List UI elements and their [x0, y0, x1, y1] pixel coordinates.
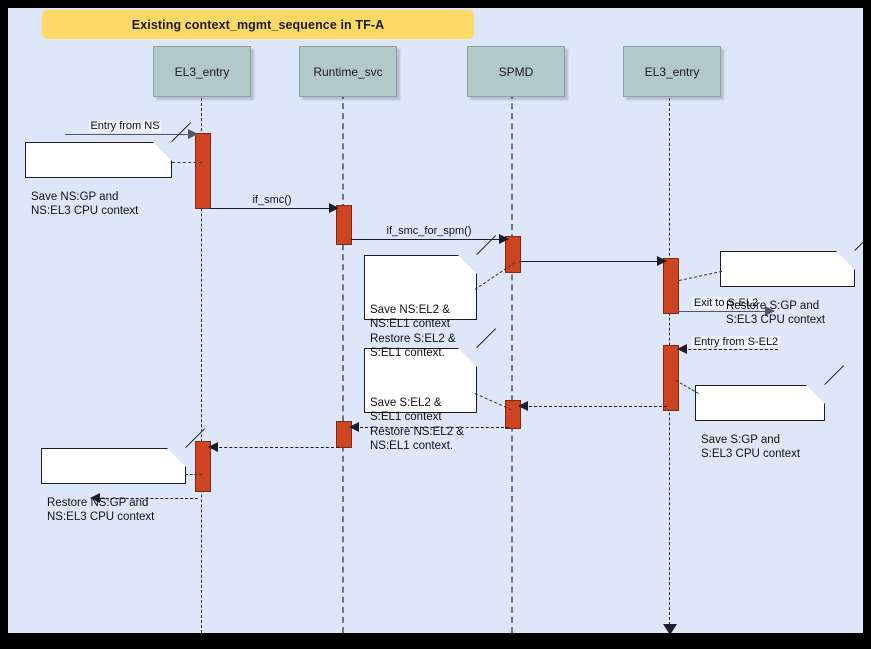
diagram-title-banner: Existing context_mgmt_sequence in TF-A: [42, 10, 474, 39]
message-label: Entry from S-EL2: [691, 336, 781, 348]
message-line: [209, 208, 338, 209]
note-save-ns-gp: Save NS:GP and NS:EL3 CPU context: [25, 122, 192, 217]
message-line: [351, 239, 508, 240]
message-line: [678, 311, 774, 312]
note-text: Save S:EL2 & S:EL1 context Restore NS:EL…: [370, 396, 464, 453]
arrowhead-icon: [188, 129, 198, 139]
lifeline-head-runtime-svc[interactable]: Runtime_svc: [299, 46, 397, 97]
note-save-s-gp: Save S:GP and S:EL3 CPU context: [695, 365, 845, 460]
activation-spmd-2: [505, 400, 521, 429]
note-restore-ns-gp: Restore NS:GP and NS:EL3 CPU context: [41, 428, 206, 523]
lifeline-end-arrow-icon: [663, 624, 677, 633]
note-text: Save NS:GP and NS:EL3 CPU context: [31, 190, 139, 218]
activation-runtime-svc-2: [336, 421, 352, 448]
note-fold-line: [824, 365, 845, 385]
note-save-s-el2: Save S:EL2 & S:EL1 context Restore NS:EL…: [364, 328, 497, 452]
activation-el3-entry-right-1: [663, 258, 679, 314]
arrowhead-icon: [677, 344, 687, 354]
activation-el3-entry-left-2: [195, 441, 211, 492]
lifeline-head-spmd[interactable]: SPMD: [467, 46, 565, 97]
message-label: if_smc(): [252, 194, 292, 206]
message-label: if_smc_for_spm(): [386, 225, 472, 237]
message-label: Entry from NS: [88, 120, 162, 132]
arrowhead-icon: [349, 422, 359, 432]
activation-spmd-1: [505, 236, 521, 273]
arrowhead-icon: [499, 234, 509, 244]
lifeline-spmd: [511, 93, 513, 633]
lifeline-head-label: EL3_entry: [174, 64, 230, 79]
message-line: [519, 261, 666, 262]
note-fold-icon: [458, 255, 477, 274]
note-save-ns-el2: Save NS:EL2 & NS:EL1 context Restore S:E…: [364, 235, 497, 359]
activation-el3-entry-left-1: [195, 133, 211, 209]
arrowhead-icon: [657, 256, 667, 266]
note-leader: [185, 474, 202, 475]
diagram-title: Existing context_mgmt_sequence in TF-A: [131, 17, 385, 32]
lifeline-head-label: EL3_entry: [644, 64, 700, 79]
note-text: Restore NS:GP and NS:EL3 CPU context: [47, 496, 155, 524]
message-line: [91, 498, 198, 499]
message-label: Exit to S-EL2: [691, 297, 761, 309]
lifeline-head-label: SPMD: [498, 64, 534, 79]
message-line: [678, 349, 778, 350]
note-leader: [678, 270, 723, 281]
activation-el3-entry-right-2: [663, 345, 679, 411]
arrowhead-icon: [765, 306, 775, 316]
diagram-canvas: Existing context_mgmt_sequence in TF-A E…: [8, 8, 863, 633]
arrowhead-icon: [90, 493, 100, 503]
note-text: Restore S:GP and S:EL3 CPU context: [726, 299, 826, 327]
lifeline-el3-entry-left: [201, 93, 202, 633]
lifeline-head-el3-entry-right[interactable]: EL3_entry: [623, 46, 721, 97]
note-fold-icon: [153, 142, 172, 161]
note-text: Save S:GP and S:EL3 CPU context: [701, 433, 801, 461]
lifeline-head-el3-entry-left[interactable]: EL3_entry: [153, 46, 251, 97]
arrowhead-icon: [208, 442, 218, 452]
note-leader: [474, 262, 516, 290]
note-fold-line: [476, 328, 497, 348]
message-line: [519, 406, 667, 407]
note-fold-line: [854, 231, 863, 251]
note-leader: [172, 162, 202, 163]
lifeline-runtime-svc: [342, 93, 344, 633]
lifeline-head-label: Runtime_svc: [313, 64, 383, 79]
note-fold-icon: [806, 385, 825, 404]
activation-runtime-svc-1: [336, 205, 352, 245]
note-text: Save NS:EL2 & NS:EL1 context Restore S:E…: [370, 303, 456, 360]
arrowhead-icon: [518, 401, 528, 411]
message-line: [65, 134, 197, 135]
message-line: [350, 427, 509, 428]
arrowhead-icon: [329, 203, 339, 213]
note-fold-icon: [836, 251, 855, 270]
note-fold-icon: [167, 448, 186, 467]
message-line: [209, 447, 339, 448]
note-restore-s-gp: Restore S:GP and S:EL3 CPU context: [720, 231, 863, 326]
